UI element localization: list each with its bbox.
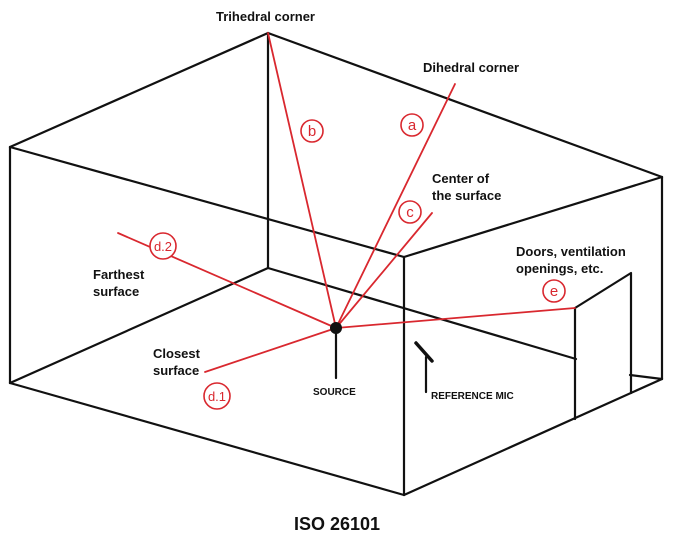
label-source: SOURCE xyxy=(313,387,356,398)
back-wall-right-edge xyxy=(266,31,664,179)
marker-c: c xyxy=(406,204,414,221)
label-closest-line1: Closest xyxy=(153,346,201,361)
diagram-title: ISO 26101 xyxy=(294,514,380,534)
label-doors-line2: openings, etc. xyxy=(516,261,603,276)
label-trihedral-corner: Trihedral corner xyxy=(216,9,315,24)
right-top-edge xyxy=(402,175,664,259)
ray-b xyxy=(267,32,337,329)
front-top-edge xyxy=(8,145,406,259)
floor-right-edge xyxy=(402,377,664,497)
ray-c xyxy=(335,212,433,329)
ray-d1 xyxy=(204,327,337,373)
marker-a: a xyxy=(408,117,417,134)
label-doors-line1: Doors, ventilation xyxy=(516,244,626,259)
marker-e-circle xyxy=(542,279,566,303)
marker-d2-circle xyxy=(149,232,177,260)
ray-markers: b a c d.2 d.1 e xyxy=(149,113,566,410)
marker-b: b xyxy=(308,123,316,140)
floor-back-right-edge-stub xyxy=(628,373,664,381)
rays xyxy=(117,32,576,373)
room-wireframe xyxy=(8,31,664,497)
marker-b-circle xyxy=(300,119,324,143)
ray-a xyxy=(335,83,456,329)
label-center-line2: the surface xyxy=(432,188,501,203)
marker-d1: d.1 xyxy=(208,389,226,404)
label-farthest-line1: Farthest xyxy=(93,267,145,282)
source-dot xyxy=(330,322,342,334)
label-farthest-line2: surface xyxy=(93,284,139,299)
back-wall-top-edge xyxy=(8,31,270,149)
door-outline xyxy=(573,271,633,421)
label-dihedral-corner: Dihedral corner xyxy=(423,60,519,75)
marker-a-circle xyxy=(400,113,424,137)
label-closest-line2: surface xyxy=(153,363,199,378)
label-reference-mic: REFERENCE MIC xyxy=(431,391,514,402)
ray-e xyxy=(335,307,576,329)
marker-d2: d.2 xyxy=(154,239,172,254)
label-center-line1: Center of xyxy=(432,171,490,186)
reference-mic-icon xyxy=(414,341,434,363)
floor-back-right-edge xyxy=(266,266,578,361)
marker-c-circle xyxy=(398,200,422,224)
floor-back-left-edge xyxy=(8,266,270,385)
marker-e: e xyxy=(550,283,558,300)
floor-left-edge xyxy=(8,381,406,497)
marker-d1-circle xyxy=(203,382,231,410)
